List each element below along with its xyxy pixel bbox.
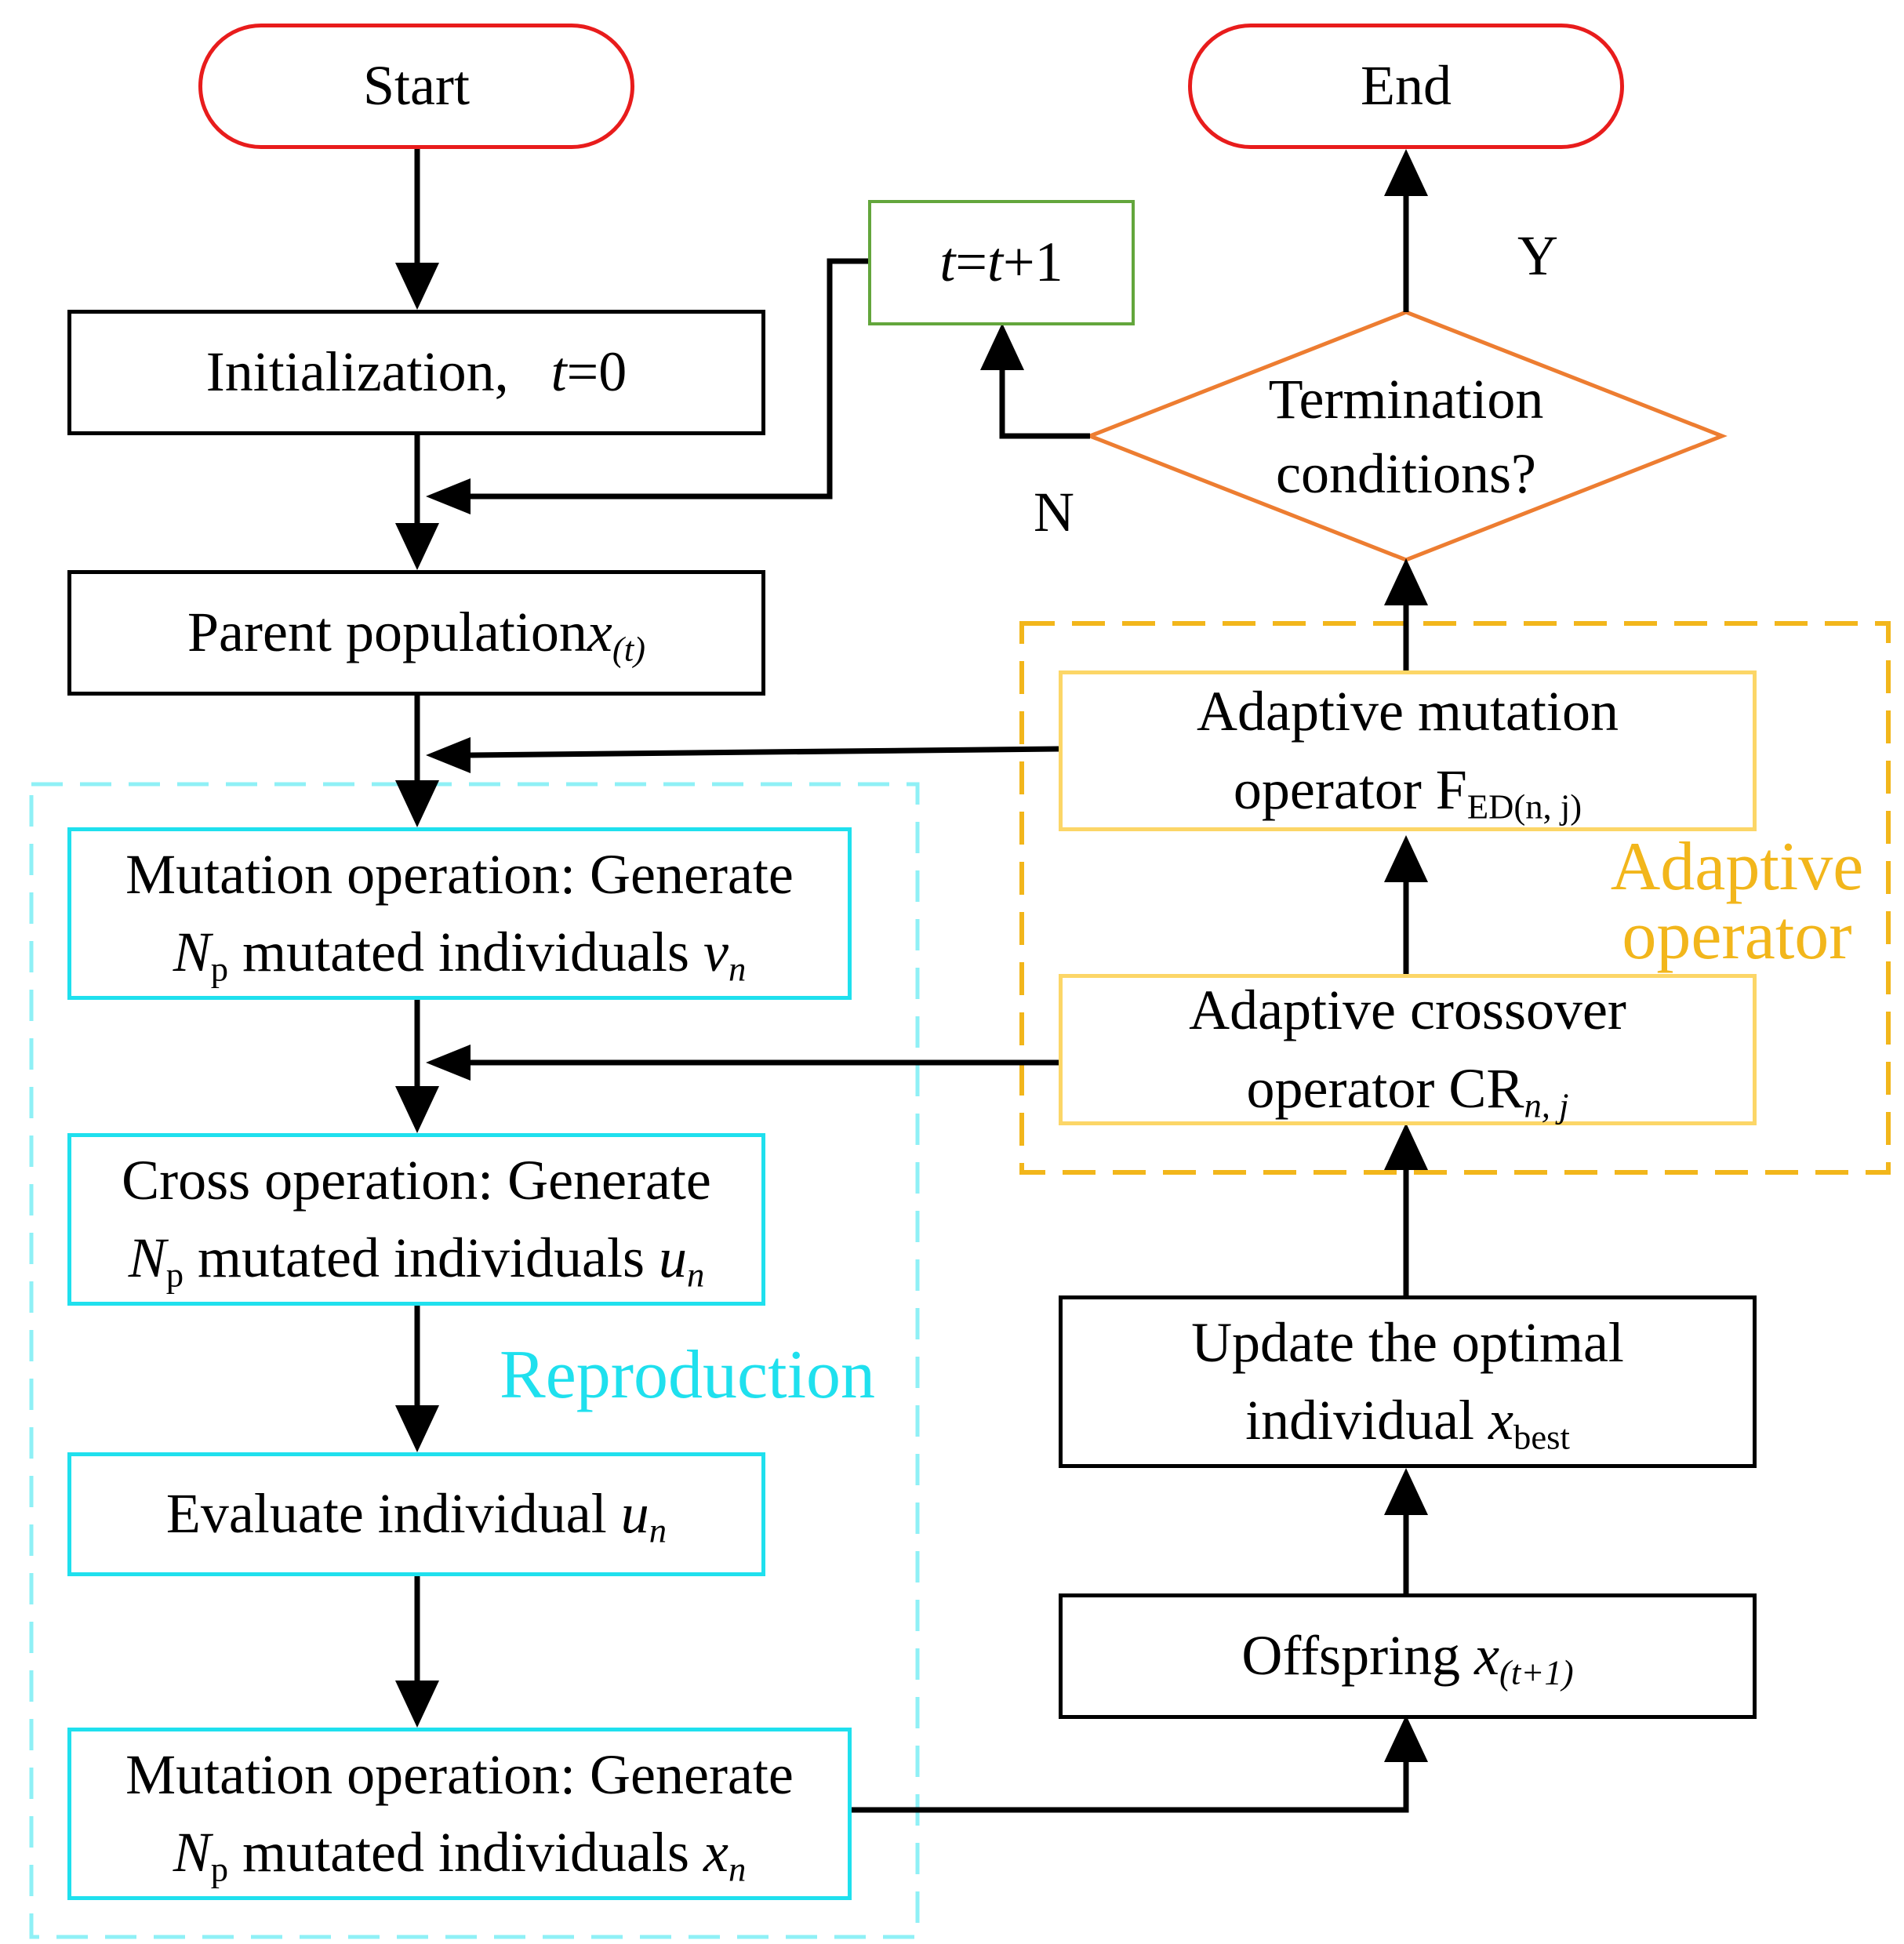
cross-operation-box: Cross operation: Generate Np mutated ind… xyxy=(67,1133,765,1306)
adaptive-mutation-line1: Adaptive mutation xyxy=(1197,680,1619,743)
start-terminal: Start xyxy=(198,24,634,149)
evaluate-individual-label: Evaluate individual un xyxy=(165,1482,667,1550)
mutation-operation-box: Mutation operation: Generate Np mutated … xyxy=(67,827,852,1000)
start-label: Start xyxy=(363,54,470,118)
increment-label: t=t+1 xyxy=(939,231,1063,294)
update-optimal-line1: Update the optimal xyxy=(1191,1310,1624,1374)
arrow-init-to-parent xyxy=(395,433,439,570)
termination-decision-text: Termination conditions? xyxy=(1092,362,1720,511)
mutation-operation-final-box: Mutation operation: Generate Np mutated … xyxy=(67,1728,852,1900)
adaptive-operator-group-frame xyxy=(1019,621,1891,1175)
update-optimal-line2: individual xbest xyxy=(1245,1389,1570,1457)
offspring-label: Offspring x(t+1) xyxy=(1241,1624,1574,1692)
arrow-evaluate-to-mutation2 xyxy=(395,1574,439,1728)
arrow-crossover-to-mutation-operator xyxy=(1384,835,1428,974)
arrow-mutation2-to-offspring xyxy=(851,1715,1428,1813)
initialization-box: Initialization, t=0 xyxy=(67,310,765,435)
offspring-box: Offspring x(t+1) xyxy=(1059,1593,1757,1719)
parent-population-box: Parent populationx(t) xyxy=(67,570,765,696)
mutation-operation-line2: Np mutated individuals vn xyxy=(173,921,747,989)
arrow-adaptive-crossover-to-main xyxy=(426,1045,1059,1081)
adaptive-operator-group-label: Adaptive operator xyxy=(1592,833,1882,971)
reproduction-group-frame xyxy=(29,782,920,1939)
mutation-operation-line1: Mutation operation: Generate xyxy=(125,842,794,906)
initialization-label: Initialization, t=0 xyxy=(205,340,627,404)
adaptive-operator-label-line1: Adaptive xyxy=(1610,829,1864,905)
termination-line2: conditions? xyxy=(1276,442,1536,506)
no-branch-label: N xyxy=(1034,481,1074,543)
reproduction-group-label: Reproduction xyxy=(500,1337,876,1413)
arrow-adaptive-mutation-to-main xyxy=(426,737,1059,773)
arrow-offspring-to-update xyxy=(1384,1468,1428,1593)
evaluate-individual-box: Evaluate individual un xyxy=(67,1452,765,1576)
yes-branch-label: Y xyxy=(1517,224,1558,287)
arrow-termination-yes-to-end xyxy=(1384,149,1428,312)
adaptive-mutation-line2: operator FED(n, j) xyxy=(1233,758,1582,826)
arrow-mutation-to-cross xyxy=(395,997,439,1133)
arrow-parent-to-mutation xyxy=(395,692,439,827)
arrow-increment-loop-back xyxy=(426,258,868,514)
mutation-operation-final-line2: Np mutated individuals xn xyxy=(173,1821,747,1889)
arrow-cross-to-evaluate xyxy=(395,1303,439,1452)
adaptive-mutation-operator-box: Adaptive mutation operator FED(n, j) xyxy=(1059,670,1757,831)
cross-operation-line1: Cross operation: Generate xyxy=(122,1148,711,1212)
update-optimal-box: Update the optimal individual xbest xyxy=(1059,1295,1757,1468)
arrow-termination-no-to-increment xyxy=(980,323,1090,439)
cross-operation-line2: Np mutated individuals un xyxy=(128,1226,705,1295)
end-label: End xyxy=(1361,54,1452,118)
arrow-start-to-init xyxy=(395,149,439,310)
adaptive-crossover-operator-box: Adaptive crossover operator CRn, j xyxy=(1059,974,1757,1125)
parent-population-label: Parent populationx(t) xyxy=(187,601,645,669)
arrow-update-to-adaptive-crossover xyxy=(1384,1123,1428,1295)
termination-line1: Termination xyxy=(1268,368,1544,431)
increment-box: t=t+1 xyxy=(868,200,1135,325)
adaptive-crossover-line1: Adaptive crossover xyxy=(1189,979,1626,1042)
end-terminal: End xyxy=(1188,24,1624,149)
arrow-mutation-operator-to-termination xyxy=(1384,558,1428,670)
adaptive-operator-label-line2: operator xyxy=(1622,898,1852,974)
adaptive-crossover-line2: operator CRn, j xyxy=(1246,1056,1569,1125)
mutation-operation-final-line1: Mutation operation: Generate xyxy=(125,1742,794,1806)
